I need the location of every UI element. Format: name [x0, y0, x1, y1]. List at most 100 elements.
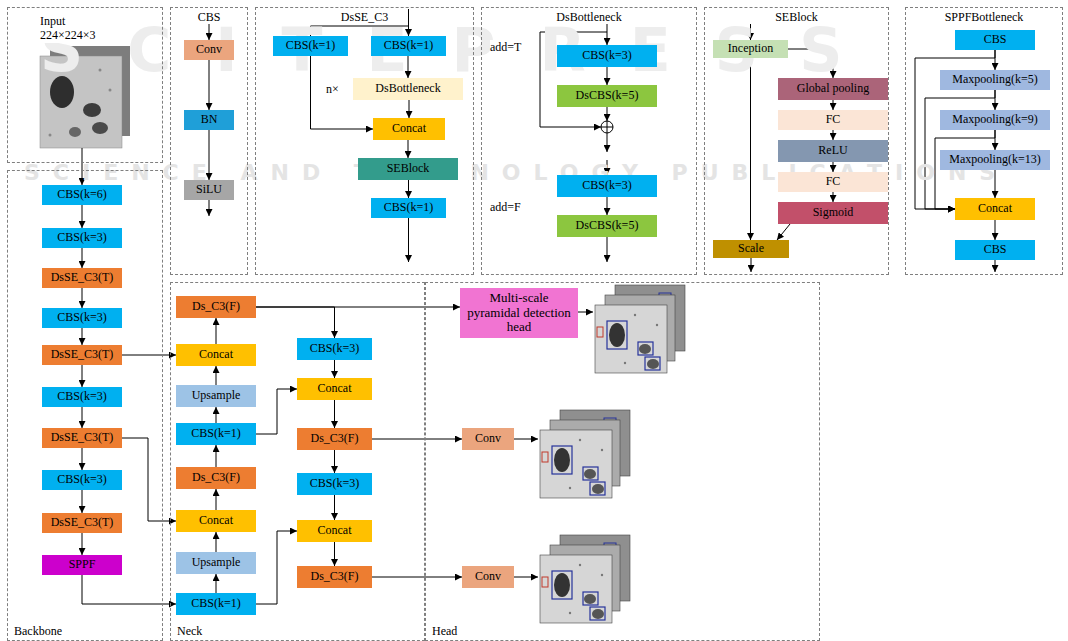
upsample-box: Upsample	[176, 552, 256, 574]
box-label: CBS(k=6)	[57, 188, 106, 202]
box-label: Global pooling	[797, 82, 869, 96]
repeat-count: n×	[326, 82, 339, 96]
connector-arrow	[216, 489, 217, 510]
connector-arrow	[82, 288, 83, 308]
cbs-box: CBS(k=3)	[42, 228, 122, 248]
cbs-box: CBS(k=6)	[42, 185, 122, 205]
box-label: CBS(k=3)	[582, 179, 631, 193]
box-label: FC	[826, 175, 841, 189]
speckle	[109, 89, 112, 92]
detection-head-box: Multi-scale pyramidal detection head	[460, 288, 578, 338]
concat-box: Concat	[176, 344, 256, 366]
dashed-panel: NeckDs_C3(F)ConcatUpsampleCBS(k=1)Ds_C3(…	[170, 282, 425, 641]
box-label: Concat	[318, 382, 352, 396]
panel-title: SEBlock	[773, 10, 820, 24]
panel-title: DsSE_C3	[339, 10, 390, 24]
cbs-box: CBS(k=1)	[371, 198, 446, 218]
maxpool-box: Maxpooling(k=13)	[940, 150, 1050, 170]
branch-label: add=T	[490, 40, 521, 54]
box-label: Inception	[728, 42, 773, 56]
conv-box: Conv	[462, 566, 514, 588]
box-label: ReLU	[818, 144, 847, 158]
fc-box: FC	[778, 172, 888, 192]
detection-output-image	[595, 285, 685, 373]
defect-blob	[69, 127, 81, 137]
box-label: DsBottleneck	[375, 82, 440, 96]
dashed-panel: DsBottleneckCBS(k=3)DsCBS(k=5)CBS(k=3)Ds…	[481, 7, 697, 275]
box-label: Conv	[196, 43, 222, 57]
c3-box: Ds_C3(F)	[176, 467, 256, 489]
box-label: CBS(k=3)	[57, 390, 106, 404]
concat-box: Concat	[955, 198, 1035, 220]
box-label: Concat	[199, 514, 233, 528]
speckle	[49, 134, 52, 137]
cbs-box: CBS(k=1)	[371, 36, 446, 56]
panel-title: CBS	[196, 10, 223, 24]
connector-arrow	[82, 575, 176, 604]
box-label: DsSE_C3(T)	[51, 348, 114, 362]
box-label: Concat	[978, 202, 1012, 216]
cbs-box: CBS(k=3)	[557, 175, 657, 197]
box-label: CBS(k=1)	[191, 427, 240, 441]
cbs-box: CBS(k=3)	[297, 473, 372, 495]
maxpool-box: Maxpooling(k=5)	[940, 70, 1050, 90]
box-label: CBS(k=1)	[286, 39, 335, 53]
box-label: Ds_C3(F)	[310, 432, 358, 446]
connector-arrow	[82, 205, 83, 228]
box-label: Conv	[475, 570, 501, 584]
box-label: Concat	[199, 348, 233, 362]
output-arrow	[607, 133, 608, 152]
panel-title: SPPFBottleneck	[943, 10, 1026, 24]
connector-arrow	[256, 531, 297, 604]
connector-arrow	[995, 220, 996, 240]
detection-output-image	[540, 410, 630, 498]
add-symbol	[601, 121, 613, 133]
concat-box: Concat	[176, 510, 256, 532]
box-label: Maxpooling(k=5)	[952, 73, 1037, 87]
box-label: SPPF	[69, 558, 96, 572]
c3-box: DsSE_C3(T)	[42, 513, 122, 533]
box-label: BN	[201, 113, 218, 127]
detection-output-image	[540, 535, 630, 623]
box-label: CBS	[984, 243, 1007, 257]
connector-arrow	[122, 438, 176, 521]
connector-arrow	[833, 100, 834, 110]
sigmoid-box: Sigmoid	[778, 202, 888, 224]
inception-box: Inception	[713, 40, 788, 58]
defect-blob	[83, 103, 101, 117]
concat-box: Concat	[373, 118, 445, 140]
connector-arrow	[82, 490, 83, 513]
box-label: DsSE_C3(T)	[51, 516, 114, 530]
box-label: SiLU	[196, 183, 222, 197]
add-arrow	[607, 107, 608, 121]
box-label: Maxpooling(k=13)	[949, 153, 1040, 167]
connector-arrow	[216, 366, 217, 385]
box-label: CBS(k=3)	[310, 477, 359, 491]
pooling-box: Global pooling	[778, 78, 888, 100]
connector-arrow	[334, 542, 335, 566]
connector-arrow	[82, 365, 83, 387]
box-label: CBS(k=1)	[384, 201, 433, 215]
output-arrow	[514, 439, 538, 440]
dashed-panel: BackboneCBS(k=6)CBS(k=3)DsSE_C3(T)CBS(k=…	[7, 170, 163, 641]
box-label: Ds_C3(F)	[192, 471, 240, 485]
output-arrow	[578, 312, 593, 313]
cbs-box: CBS	[955, 30, 1035, 50]
dashed-panel: Input 224×224×3	[7, 7, 163, 163]
dashed-panel: CBS ConvBN SiLU	[170, 7, 248, 275]
c3-box: DsSE_C3(T)	[42, 268, 122, 288]
defect-blob	[92, 122, 108, 134]
connector-arrow	[833, 130, 834, 140]
connector-arrow	[82, 328, 83, 345]
cbs-box: CBS(k=3)	[297, 338, 372, 360]
cbs-box: CBS(k=3)	[42, 308, 122, 328]
box-label: Concat	[392, 122, 426, 136]
conv-box: Conv	[462, 428, 514, 450]
dscbs-box: DsCBS(k=5)	[557, 215, 657, 237]
dashed-panel: SEBlockInceptionGlobal poolingFCReLUFCSi…	[704, 7, 889, 275]
output-arrow	[751, 258, 752, 272]
box-label: Sigmoid	[813, 206, 854, 220]
connector-arrow	[334, 450, 335, 473]
cbs-box: CBS(k=1)	[176, 593, 256, 615]
